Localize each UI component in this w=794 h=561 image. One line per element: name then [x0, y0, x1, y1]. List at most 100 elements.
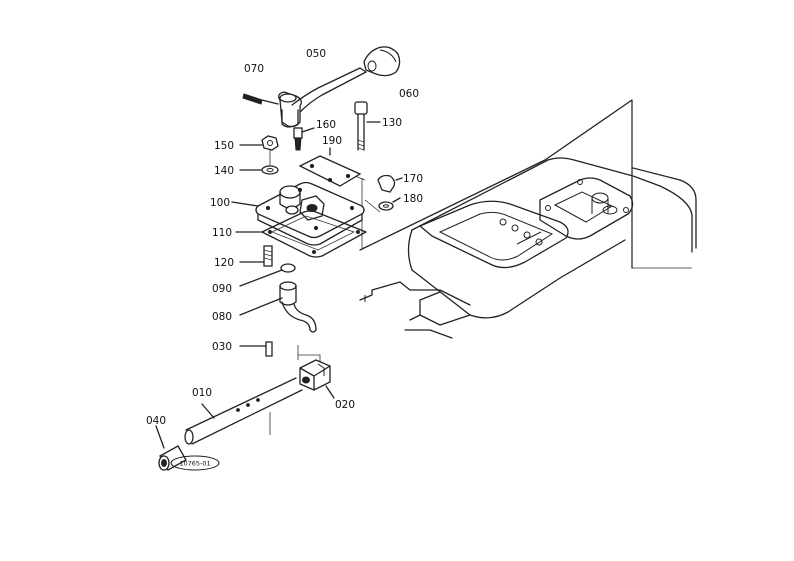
- lever-hub-top: [279, 93, 297, 103]
- cover-bolt-hole: [265, 205, 271, 211]
- housing-hole: [523, 231, 531, 239]
- plate-body: [298, 155, 362, 187]
- bushing-bore: [161, 459, 167, 467]
- rod-notch: [236, 408, 240, 412]
- arm-collar: [279, 285, 297, 306]
- label-180: 180: [403, 193, 423, 205]
- plate-hole: [309, 163, 315, 169]
- housing-hole: [535, 238, 543, 246]
- label-150: 150: [214, 140, 234, 152]
- part-130-bolt[interactable]: [354, 101, 381, 151]
- gasket-inner: [270, 215, 356, 251]
- plug-head: [377, 174, 396, 193]
- rod-notch: [246, 403, 250, 407]
- part-180-washer[interactable]: [378, 197, 401, 211]
- cover-boss: [279, 185, 301, 199]
- block-edges: [299, 365, 331, 391]
- block-leader: [325, 385, 335, 399]
- part-100-cover[interactable]: [231, 181, 365, 246]
- housing-cavity-right-inner: [553, 191, 614, 223]
- cover-bolt-hole: [313, 225, 319, 231]
- label-190: 190: [322, 135, 342, 147]
- label-070: 070: [244, 63, 264, 75]
- part-120-stud[interactable]: [239, 245, 273, 267]
- part-020-shift-block[interactable]: [299, 359, 335, 399]
- nut-body: [261, 135, 279, 151]
- housing-top-edge: [411, 157, 693, 253]
- pin-leader: [261, 99, 279, 105]
- housing-boss: [602, 205, 618, 215]
- label-050: 050: [306, 48, 326, 60]
- ref-oval: [170, 455, 220, 471]
- label-160: 160: [316, 119, 336, 131]
- part-010-shift-rod[interactable]: [184, 377, 303, 445]
- gasket-hole: [268, 230, 272, 234]
- cover-boss-small: [285, 205, 299, 215]
- arm-bend-inner: [293, 303, 317, 331]
- housing-cavity-inner: [438, 211, 554, 261]
- housing-cavity-right: [539, 177, 634, 240]
- washer180-leader: [392, 197, 401, 203]
- oring-leader: [239, 269, 283, 287]
- part-060-knob[interactable]: [363, 46, 401, 77]
- housing-step-lower: [419, 314, 471, 326]
- housing-bolt-hole: [623, 207, 629, 213]
- part-labels: 070 050 060 160 130 190 150 140 170 180 …: [146, 48, 423, 427]
- screw-leader: [301, 127, 315, 133]
- part-050-shift-lever[interactable]: [278, 67, 367, 128]
- housing-bolt-hole: [577, 179, 583, 185]
- oring-body: [280, 263, 296, 273]
- part-190-plate[interactable]: [298, 147, 362, 187]
- part-170-plug[interactable]: [377, 174, 403, 193]
- part-150-nut[interactable]: [239, 135, 279, 151]
- arm-tip: [309, 329, 317, 333]
- housing-hole: [499, 218, 507, 226]
- label-010: 010: [192, 387, 212, 399]
- label-120: 120: [214, 257, 234, 269]
- housing-hole: [511, 224, 519, 232]
- part-090-oring[interactable]: [239, 263, 296, 287]
- washer180-body: [378, 201, 394, 211]
- part-080-shift-arm[interactable]: [239, 281, 317, 333]
- housing-rib: [516, 231, 542, 245]
- cover-leader: [231, 201, 259, 207]
- reference-code-oval: 10765-01: [170, 455, 220, 471]
- block-slot: [317, 363, 325, 376]
- washer180-bore: [383, 204, 389, 208]
- knob-highlight: [379, 49, 397, 63]
- pin-body: [242, 93, 263, 105]
- housing-side-rail: [632, 167, 697, 249]
- cover-bolt-hole: [349, 205, 355, 211]
- gasket-hole: [312, 250, 316, 254]
- housing-ledge-upper: [359, 281, 471, 306]
- part-040-bushing[interactable]: [155, 425, 187, 471]
- housing-cavity-left: [419, 200, 569, 269]
- knob-body: [363, 46, 401, 77]
- housing-front-edge: [407, 229, 626, 319]
- plate-hole: [327, 177, 333, 183]
- part-110-gasket[interactable]: [235, 210, 367, 258]
- transmission-housing: [359, 99, 697, 339]
- plate-hole: [345, 173, 351, 179]
- label-080: 080: [212, 311, 232, 323]
- part-030-pin[interactable]: [239, 341, 273, 357]
- rod-leader: [201, 403, 215, 419]
- stud-thread: [263, 249, 273, 261]
- label-030: 030: [212, 341, 232, 353]
- lever-rod: [291, 67, 367, 113]
- housing-step: [409, 291, 441, 321]
- gasket-outline: [261, 210, 367, 258]
- nut-bore: [267, 140, 273, 146]
- label-090: 090: [212, 283, 232, 295]
- housing-ledge-lower: [404, 329, 453, 339]
- part-140-washer[interactable]: [239, 150, 279, 175]
- stud-body: [263, 245, 273, 267]
- label-060: 060: [399, 88, 419, 100]
- guide-line: [364, 199, 381, 213]
- arm-bend-outer: [281, 301, 311, 331]
- part-070-pin[interactable]: [242, 93, 279, 105]
- plug-leader: [395, 177, 403, 181]
- label-170: 170: [403, 173, 423, 185]
- part-160-screw[interactable]: [293, 127, 315, 151]
